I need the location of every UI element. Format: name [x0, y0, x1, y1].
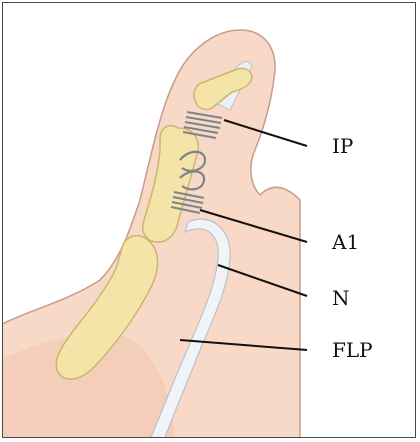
label-n: N — [332, 288, 350, 308]
label-flp: FLP — [332, 340, 373, 360]
label-a1: A1 — [332, 232, 359, 252]
label-ip: IP — [332, 136, 353, 156]
